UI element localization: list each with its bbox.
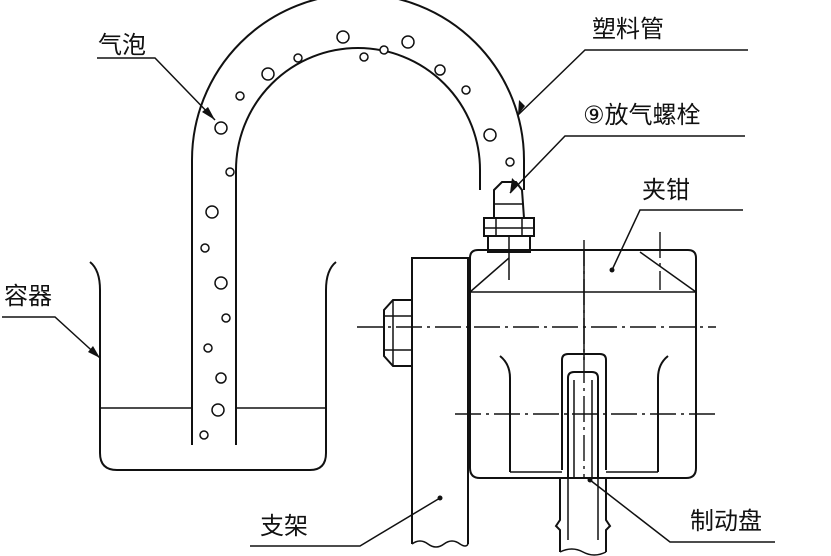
bleed-bolt xyxy=(483,181,535,280)
leader-bubbles xyxy=(97,57,216,121)
brake-disc xyxy=(554,371,612,556)
center-lines xyxy=(357,232,716,478)
leader-bleed-bolt xyxy=(509,135,745,194)
arrowheads xyxy=(88,100,615,501)
leader-caliper xyxy=(611,209,743,271)
label-caliper: 夹钳 xyxy=(642,176,690,204)
label-bracket: 支架 xyxy=(260,512,308,540)
label-plastic-tube: 塑料管 xyxy=(592,15,664,43)
leader-plastic-tube xyxy=(517,49,748,116)
label-bubbles: 气泡 xyxy=(98,31,146,59)
leader-lines xyxy=(2,49,775,547)
container xyxy=(89,261,337,471)
leader-bracket xyxy=(250,497,441,547)
plastic-tube xyxy=(191,0,525,445)
label-bleed-bolt: ⑨放气螺栓 xyxy=(583,101,701,129)
label-brake-disc: 制动盘 xyxy=(690,507,762,535)
leader-container xyxy=(2,316,101,359)
label-container: 容器 xyxy=(4,282,52,310)
caliper xyxy=(469,249,697,479)
bubbles xyxy=(199,30,515,440)
bracket xyxy=(383,257,470,548)
leader-brake-disc xyxy=(589,479,775,543)
